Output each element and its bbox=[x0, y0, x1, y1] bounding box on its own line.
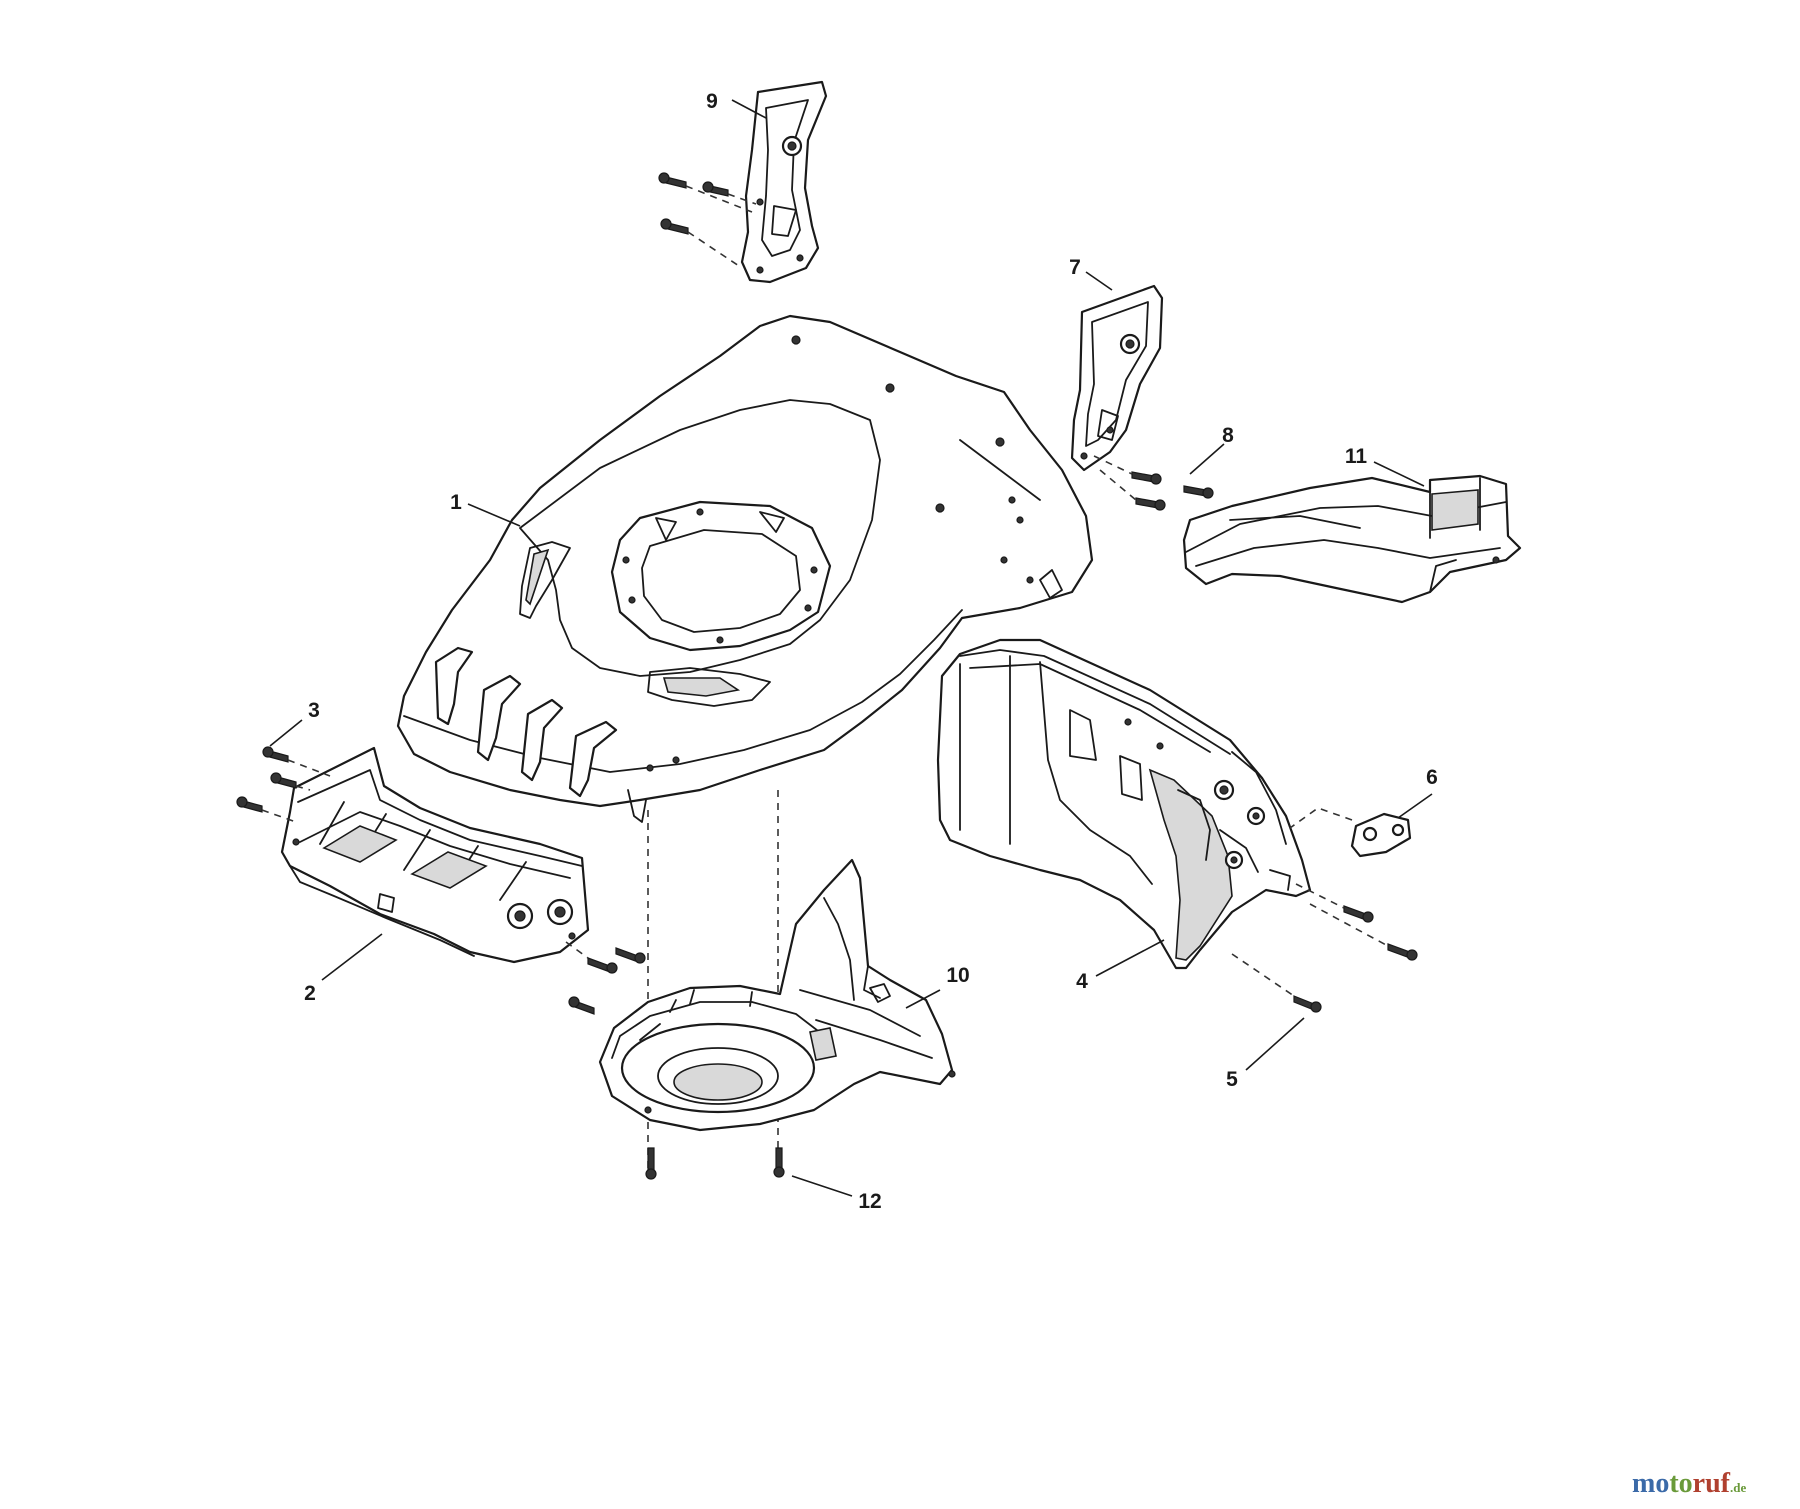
watermark-suffix: .de bbox=[1729, 1480, 1747, 1495]
callout-12: 12 bbox=[858, 1190, 881, 1213]
part-10-mulch-insert bbox=[598, 858, 956, 1132]
part-9-screws bbox=[658, 172, 757, 269]
part-5-screws bbox=[1231, 883, 1418, 1013]
callout-3: 3 bbox=[308, 699, 320, 722]
callout-4: 4 bbox=[1076, 970, 1088, 993]
part-1-deck bbox=[396, 314, 1094, 823]
part-4-rear-chute bbox=[936, 638, 1312, 970]
part-8-screws bbox=[1093, 455, 1214, 511]
part-6-plate bbox=[1289, 807, 1412, 858]
callout-2: 2 bbox=[304, 982, 316, 1005]
deck-vents bbox=[434, 646, 618, 798]
part-12-screws bbox=[645, 1147, 785, 1180]
callout-6: 6 bbox=[1426, 766, 1438, 789]
part-7-handle-bracket bbox=[1070, 284, 1164, 472]
side-screws bbox=[565, 941, 646, 1015]
callout-8: 8 bbox=[1222, 424, 1234, 447]
part-2-front-cover bbox=[280, 746, 590, 964]
callout-1: 1 bbox=[450, 491, 462, 514]
watermark-part3: ruf bbox=[1692, 1468, 1730, 1499]
callout-11: 11 bbox=[1345, 445, 1368, 468]
callout-10: 10 bbox=[946, 964, 969, 987]
callout-5: 5 bbox=[1226, 1068, 1238, 1091]
callout-7: 7 bbox=[1069, 256, 1081, 279]
part-3-screws bbox=[236, 746, 331, 823]
part-9-handle-bracket bbox=[740, 80, 828, 284]
callout-9: 9 bbox=[706, 90, 718, 113]
watermark-logo: motoruf.de bbox=[1632, 1468, 1746, 1500]
part-11-cover bbox=[1182, 474, 1522, 604]
leader-lines bbox=[269, 99, 1433, 1197]
callout-labels: 9 7 8 11 1 3 2 4 6 5 10 12 bbox=[304, 90, 1438, 1213]
watermark-part2: to bbox=[1669, 1468, 1693, 1499]
watermark-part1: mo bbox=[1632, 1468, 1670, 1499]
